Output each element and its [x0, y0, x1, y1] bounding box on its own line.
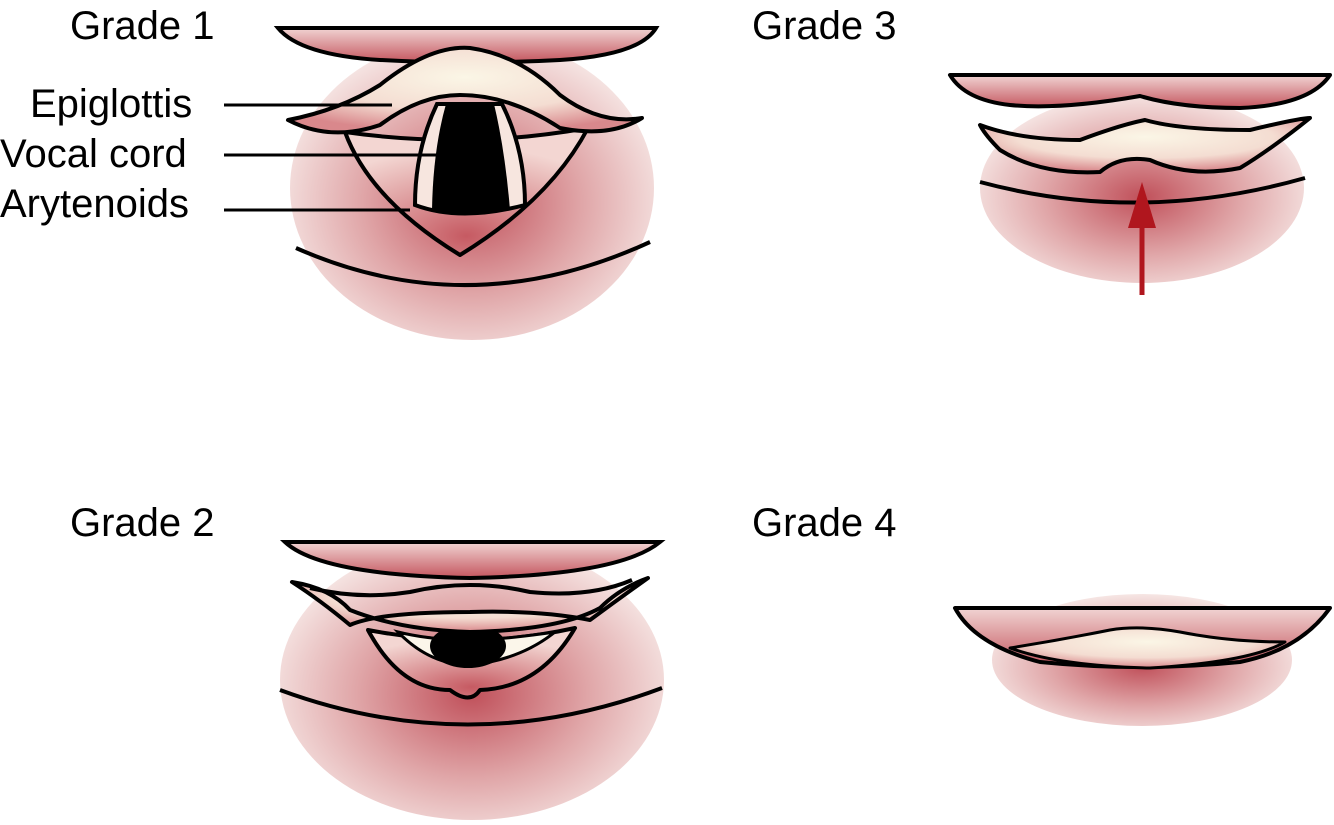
- grade-1-illustration: [224, 28, 656, 340]
- arytenoids-label: Arytenoids: [0, 184, 189, 224]
- vocal-cord-label: Vocal cord: [0, 134, 187, 174]
- grade-2-label: Grade 2: [70, 503, 215, 543]
- grade-2-illustration: [280, 540, 664, 820]
- grade-4-label: Grade 4: [752, 503, 897, 543]
- epiglottis-label: Epiglottis: [30, 84, 192, 124]
- grade-3-label: Grade 3: [752, 6, 897, 46]
- grade-1-label: Grade 1: [70, 6, 215, 46]
- grade-3-illustration: [950, 75, 1330, 295]
- grade-2-tongue: [285, 542, 660, 578]
- grade-4-illustration: [955, 594, 1330, 726]
